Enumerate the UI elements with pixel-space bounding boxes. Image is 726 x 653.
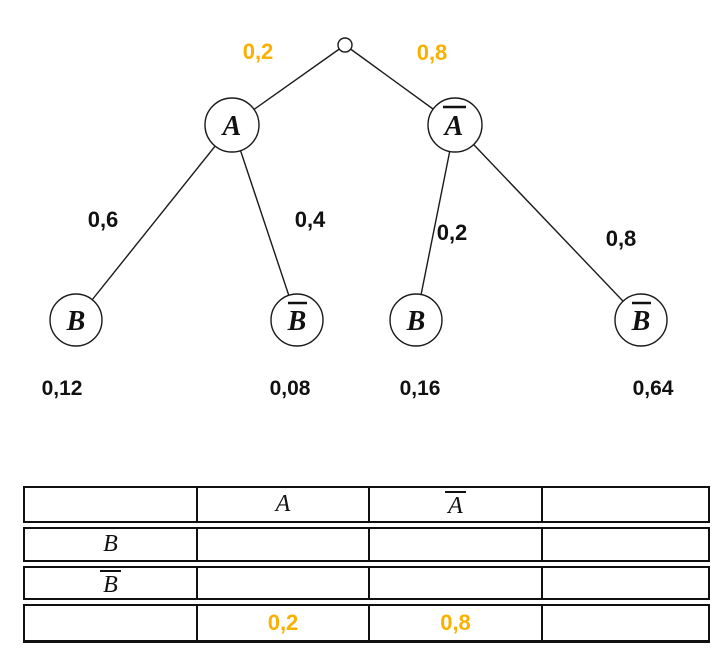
node-b2-circle [389, 293, 443, 347]
table-header-a: A [198, 488, 370, 521]
table-cell-b-a-bar [370, 529, 543, 560]
branch-probability-a-b: 0,6 [88, 207, 119, 232]
table-row-label-b: B [25, 529, 198, 560]
root-node-circle [337, 37, 353, 53]
probability-table: A A B B 0,2 [23, 486, 710, 643]
table-grand-total-cell [543, 606, 708, 640]
table-row-b-text: B [103, 531, 118, 557]
table-cell-b-a [198, 529, 370, 560]
table-row-b: B [23, 527, 710, 562]
table-header-a-bar: A [370, 488, 543, 521]
table-total-a: 0,2 [198, 606, 370, 640]
table-cell-b-bar-a-bar [370, 568, 543, 598]
branch-probability-root-right: 0,8 [417, 40, 448, 65]
table-total-label-cell [25, 606, 198, 640]
table-cell-b-bar-total [543, 568, 708, 598]
probability-tree-diagram: A A B B B B 0,2 0,8 0,6 0,4 0,2 0,8 0,12… [42, 37, 674, 400]
table-cell-b-bar-a [198, 568, 370, 598]
edge-a-bar-b-bar [454, 124, 642, 321]
node-b2-bar-label: B [631, 306, 651, 337]
node-b1-circle [49, 293, 103, 347]
node-b2-bar-circle [614, 293, 668, 347]
branch-probability-a-bar-b-bar: 0,8 [606, 226, 637, 251]
edge-a-b-bar [231, 124, 298, 321]
table-header-row: A A [23, 486, 710, 523]
leaf-probability-a-bar-b-bar: 0,64 [633, 377, 674, 400]
table-row-b-bar-text: B [100, 569, 121, 597]
table-total-a-bar: 0,8 [370, 606, 543, 640]
edge-a-bar-b [415, 124, 456, 321]
table-total-row: 0,2 0,8 [23, 604, 710, 643]
branch-probability-a-b-bar: 0,4 [295, 207, 326, 232]
table-header-a-text: A [275, 491, 291, 517]
node-b2-label: B [406, 306, 426, 337]
branch-probability-a-bar-b: 0,2 [437, 220, 468, 245]
node-a-bar-circle [427, 97, 483, 153]
node-a-label: A [221, 111, 242, 142]
table-total-a-text: 0,2 [267, 610, 299, 635]
node-b1-bar-circle [270, 293, 324, 347]
table-total-a-bar-text: 0,8 [440, 610, 471, 635]
table-row-b-bar: B [23, 566, 710, 600]
table-corner-cell [25, 488, 198, 521]
leaf-probability-ab-bar: 0,08 [270, 377, 311, 400]
edge-a-b [75, 124, 233, 321]
table-header-a-bar-text: A [445, 491, 466, 518]
table-cell-b-total [543, 529, 708, 560]
node-b1-label: B [66, 306, 86, 337]
table-header-blank-cell [543, 488, 708, 521]
table-row-label-b-bar: B [25, 568, 198, 598]
node-a-bar-label: A [443, 111, 464, 142]
leaf-probability-ab: 0,12 [42, 377, 83, 400]
leaf-probability-a-bar-b: 0,16 [400, 377, 441, 400]
node-a-circle [204, 97, 260, 153]
branch-probability-root-left: 0,2 [243, 39, 274, 64]
node-b1-bar-label: B [287, 306, 307, 337]
